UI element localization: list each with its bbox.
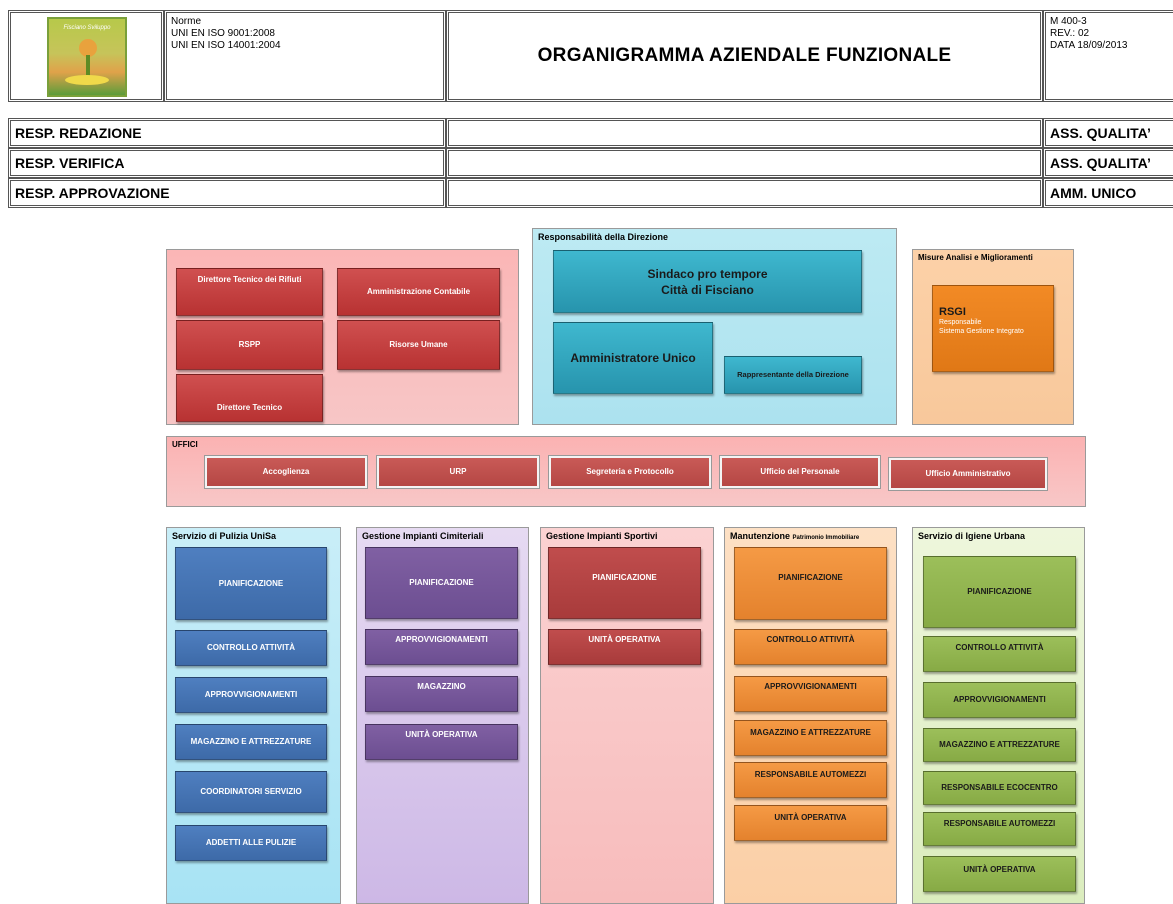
resp-approvazione-value <box>446 178 1043 208</box>
resp-verifica-value <box>446 148 1043 178</box>
resp-verifica-role: ASS. QUALITA’ <box>1043 148 1173 178</box>
igiene-pianificazione: PIANIFICAZIONE <box>923 556 1076 628</box>
org-box-rsgi: RSGI Responsabile Sistema Gestione Integ… <box>932 285 1054 372</box>
doc-date: DATA 18/09/2013 <box>1050 40 1128 51</box>
office-segreteria-protocollo: Segreteria e Protocollo <box>549 456 711 488</box>
org-box-risorse-umane: Risorse Umane <box>337 320 500 370</box>
org-box-sindaco: Sindaco pro tempore Città di Fisciano <box>553 250 862 313</box>
service-igiene-title: Servizio di Igiene Urbana <box>918 531 1026 541</box>
pulizia-controllo-attivita: CONTROLLO ATTIVITÀ <box>175 630 327 666</box>
manutenzione-responsabile-automezzi: RESPONSABILE AUTOMEZZI <box>734 762 887 798</box>
manutenzione-magazzino-attrezzature: MAGAZZINO E ATTREZZATURE <box>734 720 887 756</box>
office-accoglienza: Accoglienza <box>205 456 367 488</box>
logo-text: Fisciano Sviluppo <box>63 25 111 31</box>
service-manutenzione-subtitle: Patrimonio Immobiliare <box>792 535 860 541</box>
cimiteriali-approvvigionamenti: APPROVVIGIONAMENTI <box>365 629 518 665</box>
pulizia-addetti-pulizie: ADDETTI ALLE PULIZIE <box>175 825 327 861</box>
tree-icon <box>79 39 97 57</box>
manutenzione-approvvigionamenti: APPROVVIGIONAMENTI <box>734 676 887 712</box>
cimiteriali-magazzino: MAGAZZINO <box>365 676 518 712</box>
office-ufficio-amministrativo: Ufficio Amministrativo <box>889 458 1047 490</box>
org-box-direttore-tecnico: Direttore Tecnico <box>176 374 323 422</box>
misure-title: Misure Analisi e Miglioramenti <box>918 253 1033 262</box>
pulizia-magazzino-attrezzature: MAGAZZINO E ATTREZZATURE <box>175 724 327 760</box>
document-info-cell: M 400-3 REV.: 02 DATA 18/09/2013 <box>1043 10 1173 102</box>
manutenzione-controllo-attivita: CONTROLLO ATTIVITÀ <box>734 629 887 665</box>
cimiteriali-pianificazione: PIANIFICAZIONE <box>365 547 518 619</box>
norme-cell: Norme UNI EN ISO 9001:2008 UNI EN ISO 14… <box>164 10 446 102</box>
org-box-amministrazione-contabile: Amministrazione Contabile <box>337 268 500 316</box>
service-manutenzione-title: Manutenzione <box>730 531 790 541</box>
igiene-responsabile-automezzi: RESPONSABILE AUTOMEZZI <box>923 812 1076 846</box>
igiene-controllo-attivita: CONTROLLO ATTIVITÀ <box>923 636 1076 672</box>
document-title: ORGANIGRAMMA AZIENDALE FUNZIONALE <box>446 10 1043 102</box>
doc-revision: REV.: 02 <box>1050 28 1090 39</box>
manutenzione-unita-operativa: UNITÀ OPERATIVA <box>734 805 887 841</box>
resp-approvazione-role: AMM. UNICO <box>1043 178 1173 208</box>
logo-cell: Fisciano Sviluppo <box>8 10 164 102</box>
resp-approvazione-label: RESP. APPROVAZIONE <box>8 178 446 208</box>
igiene-unita-operativa: UNITÀ OPERATIVA <box>923 856 1076 892</box>
service-pulizia-title: Servizio di Pulizia UniSa <box>172 531 277 541</box>
office-urp: URP <box>377 456 539 488</box>
rsgi-sub1: Responsabile <box>939 319 982 326</box>
org-box-rspp: RSPP <box>176 320 323 370</box>
org-box-direttore-tecnico-rifiuti: Dirett​ore Tecnico dei Rifiuti <box>176 268 323 316</box>
uffici-title: UFFICI <box>172 440 198 449</box>
sportivi-pianificazione: PIANIFICAZIONE <box>548 547 701 619</box>
company-logo: Fisciano Sviluppo <box>47 17 127 97</box>
office-ufficio-personale: Ufficio del Personale <box>720 456 880 488</box>
igiene-approvvigionamenti: APPROVVIGIONAMENTI <box>923 682 1076 718</box>
resp-redazione-role: ASS. QUALITA’ <box>1043 118 1173 148</box>
resp-redazione-value <box>446 118 1043 148</box>
igiene-magazzino-attrezzature: MAGAZZINO E ATTREZZATURE <box>923 728 1076 762</box>
doc-code: M 400-3 <box>1050 16 1087 27</box>
org-box-amministratore-unico: Amministratore Unico <box>553 322 713 394</box>
service-cimiteriali-title: Gestione Impianti Cimiteriali <box>362 531 484 541</box>
resp-verifica-label: RESP. VERIFICA <box>8 148 446 178</box>
manutenzione-pianificazione: PIANIFICAZIONE <box>734 547 887 620</box>
rsgi-title: RSGI <box>939 306 966 318</box>
service-manutenzione-title-wrap: Manutenzione Patrimonio Immobiliare <box>730 531 859 541</box>
org-box-rappresentante-direzione: Rappresentante della Direzione <box>724 356 862 394</box>
pulizia-pianificazione: PIANIFICAZIONE <box>175 547 327 620</box>
direzione-title: Responsabilità della Direzione <box>538 232 669 242</box>
rsgi-sub2: Sistema Gestione Integrato <box>939 328 1024 335</box>
pulizia-approvvigionamenti: APPROVVIGIONAMENTI <box>175 677 327 713</box>
service-sportivi-title: Gestione Impianti Sportivi <box>546 531 658 541</box>
sportivi-unita-operativa: UNITÀ OPERATIVA <box>548 629 701 665</box>
pulizia-coordinatori-servizio: COORDINATORI SERVIZIO <box>175 771 327 813</box>
cimiteriali-unita-operativa: UNITÀ OPERATIVA <box>365 724 518 760</box>
resp-redazione-label: RESP. REDAZIONE <box>8 118 446 148</box>
igiene-responsabile-ecocentro: RESPONSABILE ECOCENTRO <box>923 771 1076 805</box>
